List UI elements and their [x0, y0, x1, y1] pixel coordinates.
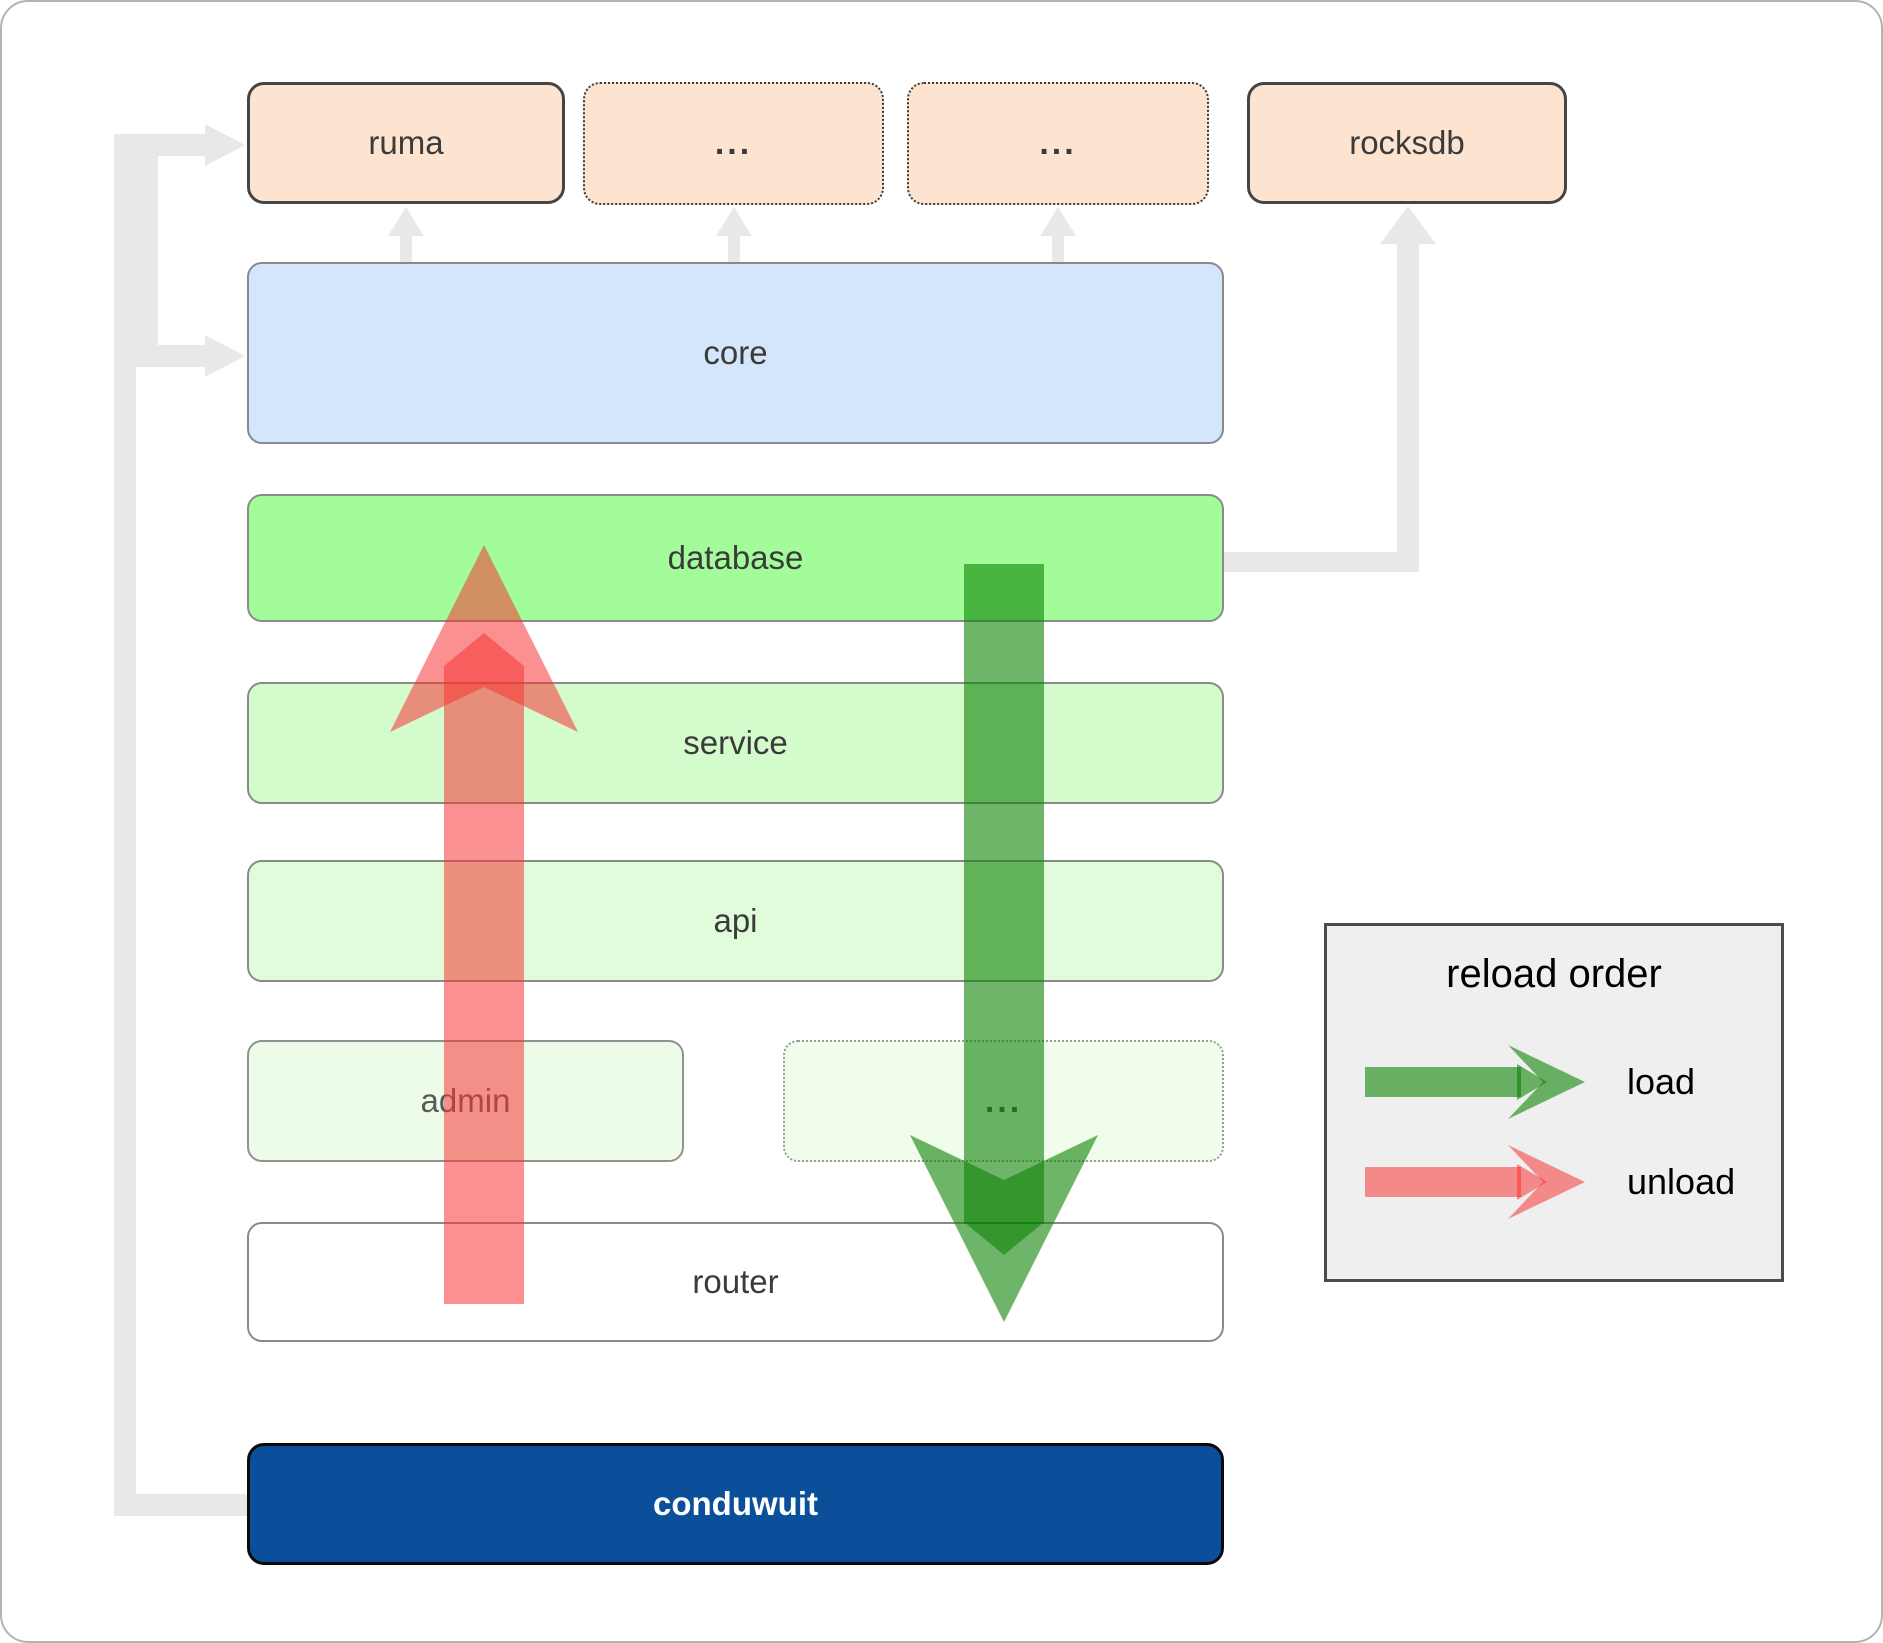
up-arrowhead-icon: [1040, 207, 1076, 236]
node-rocksdb: rocksdb: [1247, 82, 1567, 204]
node-ellipsis-admin-row: ...: [783, 1040, 1224, 1162]
node-ellipsis-admin-row-label: ...: [984, 1081, 1023, 1120]
node-database: database: [247, 494, 1224, 622]
node-service-label: service: [683, 724, 788, 761]
node-router-label: router: [692, 1263, 779, 1300]
legend-title: reload order: [1446, 952, 1662, 996]
core-to-ellipsis2-arrow: [1040, 207, 1076, 262]
node-ellipsis-top-2: ...: [907, 82, 1209, 205]
rocksdb-vertical-line: [1397, 242, 1419, 572]
ruma-arm-line: [114, 134, 205, 156]
load-arrow-icon: [1365, 1045, 1585, 1119]
conduwuit-arm-line: [114, 1494, 249, 1516]
node-ruma-label: ruma: [368, 124, 444, 161]
node-admin-label: admin: [420, 1082, 511, 1119]
node-admin: admin: [247, 1040, 684, 1162]
core-to-ellipsis1-arrow: [716, 207, 752, 262]
node-ellipsis-top-2-label: ...: [1039, 124, 1077, 162]
node-conduwuit-label: conduwuit: [653, 1485, 818, 1522]
rocksdb-horizontal-line: [1224, 552, 1419, 572]
ruma-arrowhead-icon: [205, 124, 245, 166]
node-api: api: [247, 860, 1224, 982]
core-arrowhead-icon: [205, 335, 245, 377]
conduwuit-to-ruma-connector: [114, 124, 249, 1516]
node-core-label: core: [703, 334, 768, 371]
node-service: service: [247, 682, 1224, 804]
node-ellipsis-top-1: ...: [583, 82, 884, 205]
node-core: core: [247, 262, 1224, 444]
legend-load-label: load: [1627, 1061, 1696, 1102]
rocksdb-arrowhead-icon: [1380, 206, 1436, 244]
node-database-label: database: [667, 539, 804, 576]
node-conduwuit: conduwuit: [247, 1443, 1224, 1565]
unload-arrow-icon: [1365, 1145, 1585, 1219]
node-api-label: api: [713, 902, 758, 939]
node-ellipsis-top-1-label: ...: [714, 124, 753, 162]
up-arrowhead-icon: [716, 207, 752, 236]
legend-unload-label: unload: [1627, 1161, 1736, 1202]
conduwuit-to-core-connector: [136, 143, 245, 377]
node-rocksdb-label: rocksdb: [1349, 124, 1465, 161]
core-to-ruma-arrow: [388, 207, 424, 262]
node-router: router: [247, 1222, 1224, 1342]
core-arm-line: [136, 345, 205, 367]
database-to-rocksdb-connector: [1224, 206, 1436, 572]
core-branch-line: [136, 143, 158, 367]
legend: reload order load unload: [1324, 923, 1784, 1282]
node-ruma: ruma: [247, 82, 565, 204]
unload-marker-icon: [444, 633, 524, 666]
trunk-line: [114, 134, 136, 1516]
up-arrowhead-icon: [388, 207, 424, 236]
